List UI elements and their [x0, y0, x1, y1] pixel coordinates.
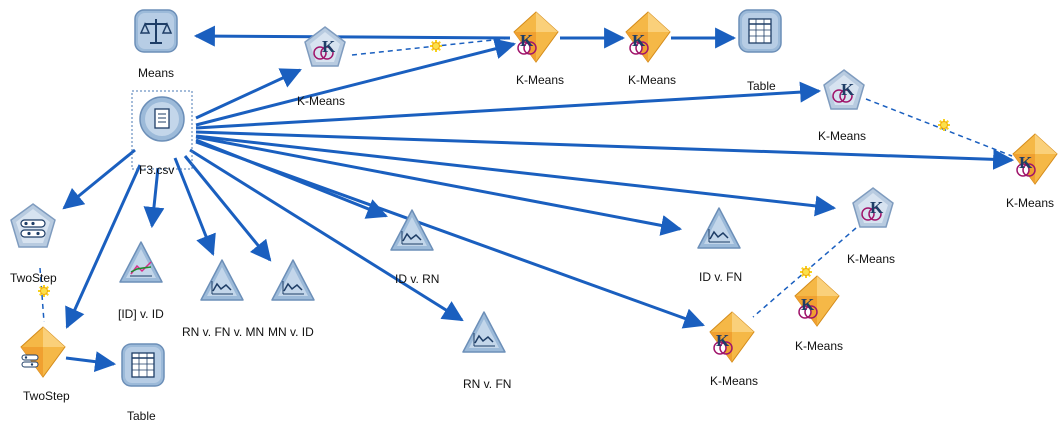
node-kmeans-model-1-label: K-Means [297, 94, 346, 108]
node-kmeans-nugget-4[interactable]: K [792, 274, 842, 328]
node-plot-mn-id[interactable] [270, 258, 316, 304]
spark-icon [38, 285, 50, 297]
node-plot-id-fn-label: ID v. FN [699, 270, 743, 284]
kmeans-nugget-icon: K [625, 11, 671, 63]
node-plot-id-rn-label: ID v. RN [395, 272, 440, 286]
svg-text:K: K [322, 37, 336, 56]
node-kmeans-model-3-label: K-Means [847, 252, 896, 266]
node-means[interactable] [133, 8, 179, 54]
plot-icon [200, 259, 244, 301]
node-kmeans-model-3[interactable]: K [851, 186, 895, 230]
node-kmeans-model-2[interactable]: K [822, 68, 866, 112]
spark-icon [430, 40, 442, 52]
twostep-model-icon [10, 203, 56, 248]
svg-text:K: K [801, 295, 815, 314]
plot-icon [462, 311, 506, 353]
svg-text:K: K [870, 198, 884, 217]
node-kmeans-nugget-2-label: K-Means [628, 73, 677, 87]
node-kmeans-nugget-1[interactable]: K [511, 10, 561, 64]
kmeans-nugget-icon: K [513, 11, 559, 63]
scales-icon [134, 9, 178, 53]
node-table-bottom[interactable] [120, 342, 166, 388]
node-f3csv-label: F3.csv [139, 163, 175, 177]
plot-icon [390, 209, 434, 251]
link-nugget1-to-means[interactable] [193, 25, 511, 47]
link-kmeans-model3-nugget4-dashed[interactable] [752, 227, 857, 318]
node-plot-id-fn[interactable] [696, 206, 742, 252]
svg-text:K: K [632, 31, 646, 50]
link-f3-to-plot-rn-fn-mn[interactable] [173, 157, 216, 256]
link-twostep-model-nugget-dashed[interactable] [39, 267, 45, 323]
link-f3-to-kmeans-nugget-1[interactable] [195, 38, 517, 127]
node-kmeans-model-1[interactable]: K [303, 25, 347, 69]
kmeans-model-icon: K [852, 187, 894, 228]
node-plot-id-id[interactable] [118, 240, 164, 286]
node-plot-id-rn[interactable] [389, 208, 435, 254]
node-kmeans-model-2-label: K-Means [818, 129, 867, 143]
node-twostep-nugget[interactable] [18, 325, 68, 379]
kmeans-nugget-icon: K [1012, 133, 1058, 185]
node-plot-rn-fn-mn[interactable] [199, 258, 245, 304]
node-table-bottom-label: Table [127, 409, 156, 423]
node-kmeans-nugget-5[interactable]: K [707, 310, 757, 364]
spark-icon [800, 266, 812, 278]
node-table-top-label: Table [747, 79, 776, 93]
node-plot-rn-fn-mn-label: RN v. FN v. MN [182, 325, 265, 339]
kmeans-model-icon: K [823, 69, 865, 110]
node-means-label: Means [138, 66, 175, 80]
node-kmeans-nugget-2[interactable]: K [623, 10, 673, 64]
kmeans-nugget-icon: K [709, 311, 755, 363]
node-plot-rn-fn-label: RN v. FN [463, 377, 512, 391]
link-f3-to-twostep-model[interactable] [62, 148, 136, 210]
link-f3-to-plot-rn-fn[interactable] [189, 148, 464, 322]
svg-text:K: K [520, 31, 534, 50]
svg-text:K: K [1019, 153, 1033, 172]
twostep-nugget-icon [20, 326, 66, 378]
node-f3csv[interactable] [131, 90, 193, 170]
multiplot-icon [119, 241, 163, 283]
node-twostep-nugget-label: TwoStep [23, 389, 70, 403]
node-twostep-model[interactable] [9, 202, 57, 250]
link-f3-to-kmeans-model-2[interactable] [195, 81, 822, 130]
node-plot-mn-id-label: MN v. ID [268, 325, 314, 339]
link-kmeans-model2-nugget3-dashed[interactable] [865, 98, 1013, 157]
document-icon [131, 90, 193, 170]
link-twostep-nugget-to-table[interactable] [65, 351, 117, 373]
plot-icon [271, 259, 315, 301]
svg-text:K: K [841, 80, 855, 99]
svg-text:K: K [716, 331, 730, 350]
node-kmeans-nugget-3-label: K-Means [1006, 196, 1055, 210]
table-icon [738, 9, 782, 53]
node-plot-rn-fn[interactable] [461, 310, 507, 356]
node-kmeans-nugget-4-label: K-Means [795, 339, 844, 353]
table-icon [121, 343, 165, 387]
node-kmeans-nugget-3[interactable]: K [1010, 132, 1060, 186]
spark-icon [938, 119, 950, 131]
link-f3-to-plot-id-fn[interactable] [195, 135, 683, 236]
kmeans-nugget-icon: K [794, 275, 840, 327]
node-table-top[interactable] [737, 8, 783, 54]
link-f3-to-twostep-nugget[interactable] [65, 164, 142, 329]
plot-icon [697, 207, 741, 249]
link-f3-to-kmeans-model-1[interactable] [195, 68, 302, 120]
link-f3-to-plot-id-id[interactable] [143, 167, 165, 229]
node-twostep-model-label: TwoStep [10, 271, 57, 285]
node-kmeans-nugget-5-label: K-Means [710, 374, 759, 388]
node-kmeans-nugget-1-label: K-Means [516, 73, 565, 87]
link-f3-to-plot-mn-id[interactable] [183, 155, 272, 262]
link-f3-to-kmeans-model-3[interactable] [195, 134, 837, 217]
link-f3-to-kmeans-nugget-5[interactable] [195, 140, 705, 329]
node-plot-id-id-label: [ID] v. ID [118, 307, 164, 321]
link-f3-to-kmeans-nugget-3[interactable] [195, 130, 1015, 170]
kmeans-model-icon: K [304, 26, 346, 67]
